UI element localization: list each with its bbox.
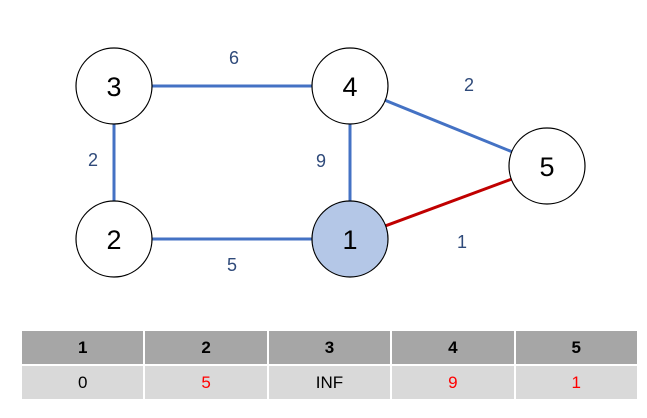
edge-weight-3-4: 6 (229, 48, 239, 68)
node-label-4: 4 (342, 72, 357, 102)
edge-weight-2-1: 5 (227, 255, 237, 275)
header-cell-2: 2 (143, 329, 269, 366)
node-circle-1 (311, 200, 389, 278)
distance-table: 1 2 3 4 5 0 5 INF 9 1 (19, 329, 639, 401)
header-cell-1: 1 (19, 329, 146, 366)
distance-cell-3: INF (266, 364, 393, 401)
node-3: 3 (75, 47, 153, 125)
header-cell-4: 4 (390, 329, 516, 366)
node-label-2: 2 (106, 225, 121, 255)
header-cell-3: 3 (266, 329, 393, 366)
edge-weight-4-5: 2 (464, 75, 474, 95)
node-circle-3 (75, 47, 153, 125)
edge-label-layer: 6 2 2 9 5 1 (88, 48, 474, 275)
distance-table-value-row: 0 5 INF 9 1 (19, 364, 639, 401)
distance-cell-2: 5 (143, 364, 269, 401)
node-label-3: 3 (106, 72, 121, 102)
header-cell-5: 5 (513, 329, 639, 366)
node-circle-2 (75, 200, 153, 278)
edge-weight-3-2: 2 (88, 150, 98, 170)
distance-cell-1: 0 (19, 364, 146, 401)
distance-table-header-row: 1 2 3 4 5 (19, 329, 639, 366)
node-label-5: 5 (539, 152, 554, 182)
node-label-1: 1 (342, 225, 357, 255)
node-4: 4 (311, 47, 389, 125)
edge-weight-4-1: 9 (316, 151, 326, 171)
edge-weight-1-5: 1 (457, 232, 467, 252)
node-5: 5 (508, 127, 586, 205)
graph-canvas: 6 2 2 9 5 1 1 2 3 4 5 (75, 47, 586, 278)
node-layer: 1 2 3 4 5 (75, 47, 586, 278)
distance-cell-4: 9 (390, 364, 516, 401)
distance-cell-5: 1 (513, 364, 639, 401)
node-2: 2 (75, 200, 153, 278)
node-circle-4 (311, 47, 389, 125)
node-1: 1 (311, 200, 389, 278)
node-circle-5 (508, 127, 586, 205)
